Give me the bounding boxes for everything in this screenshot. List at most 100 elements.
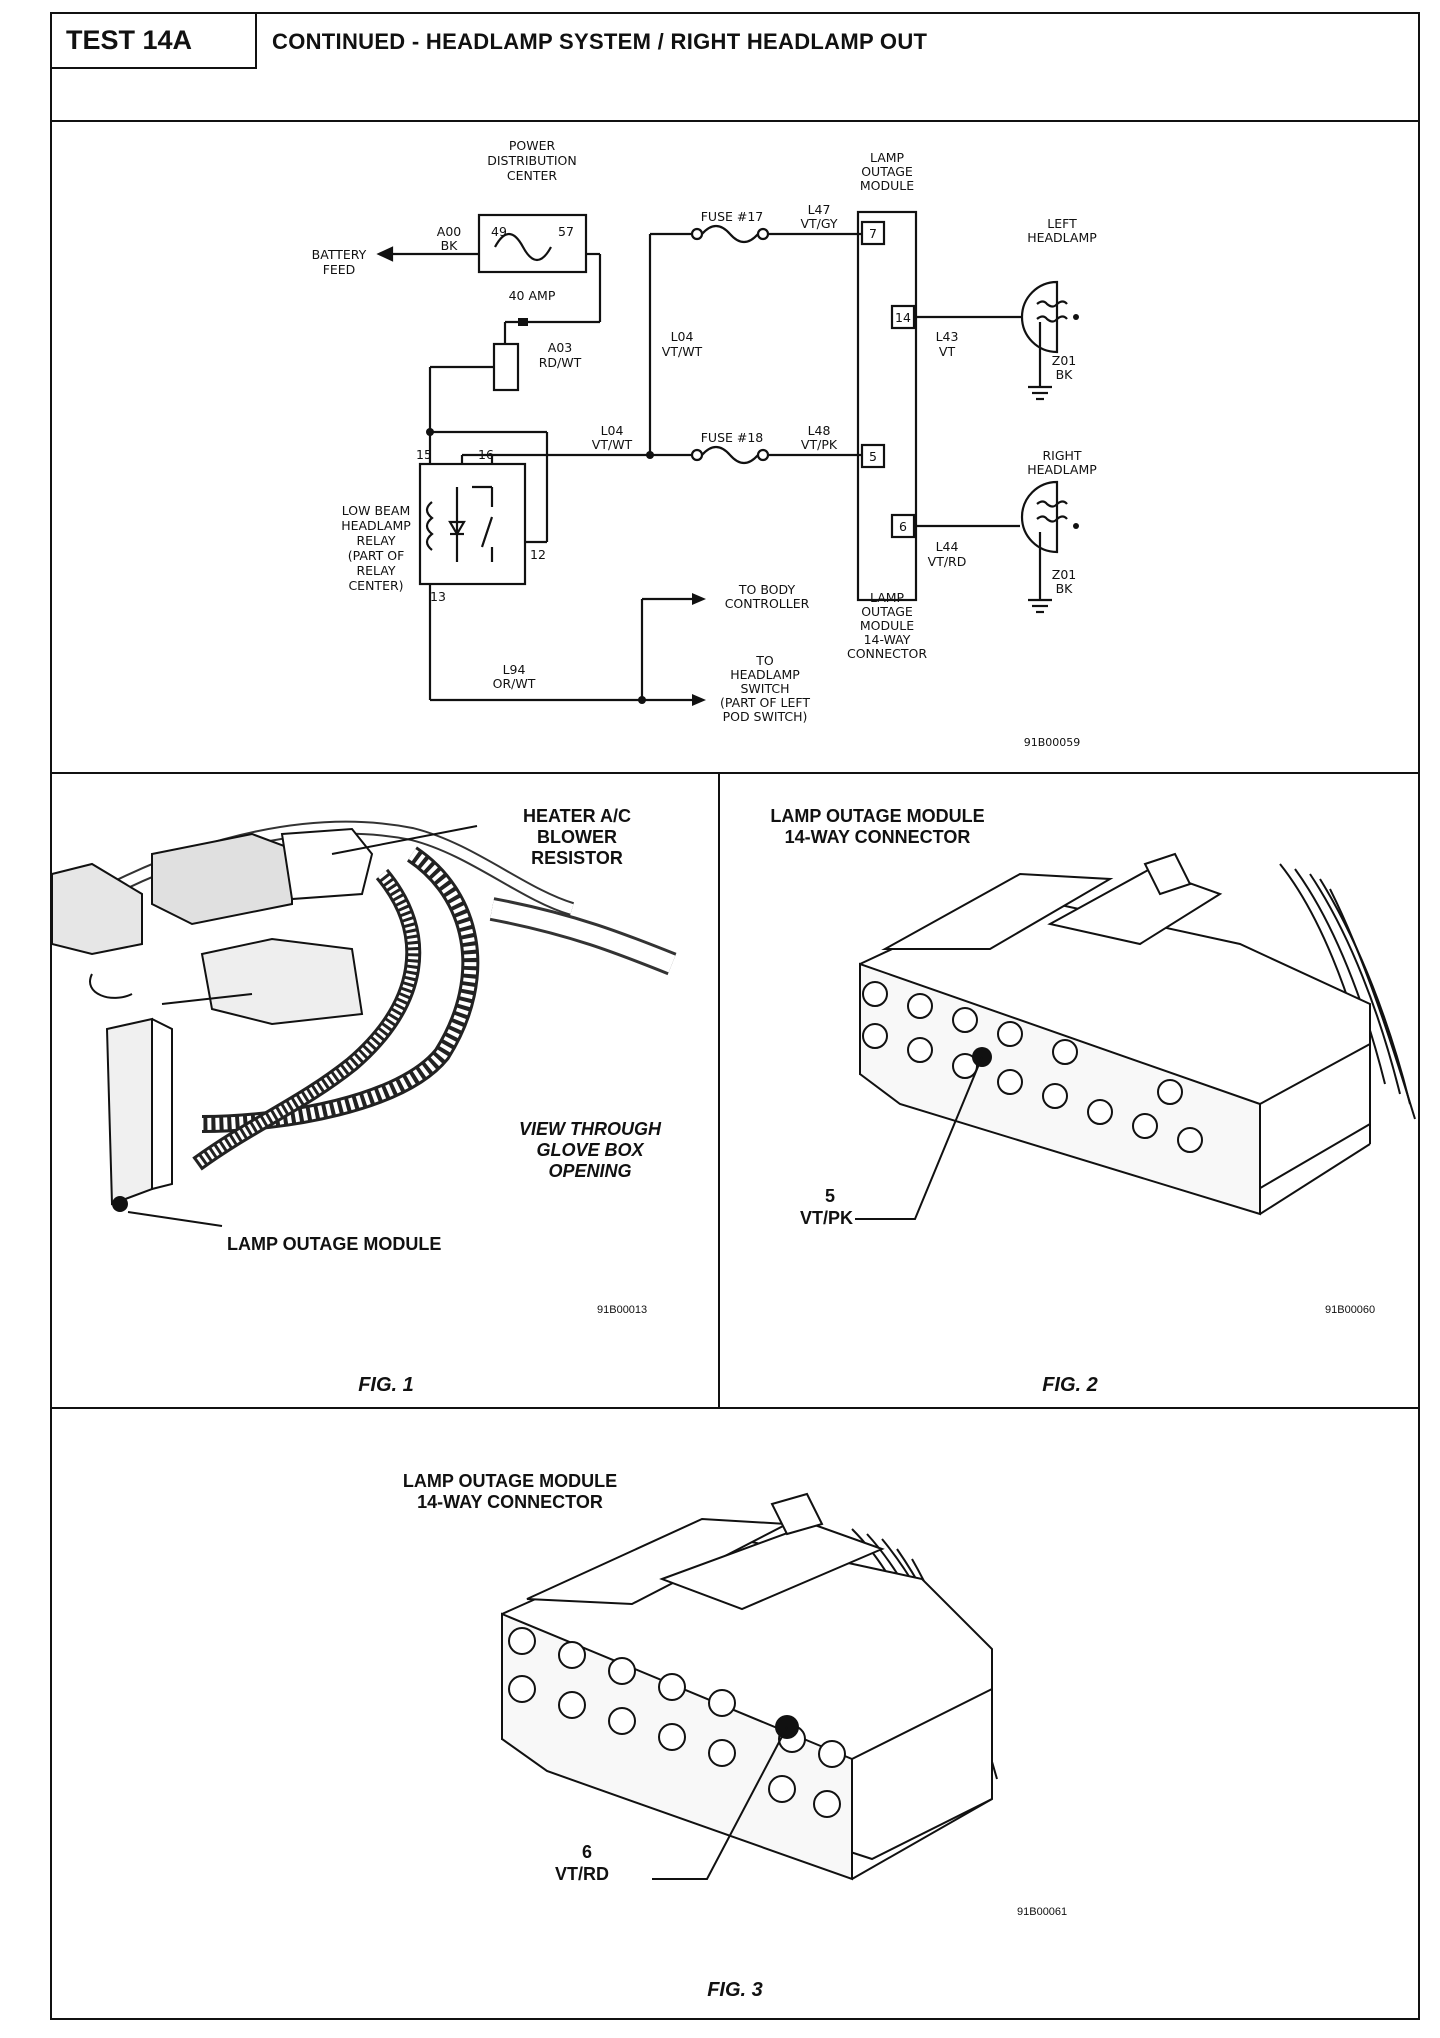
module-location-dot [112, 1196, 128, 1212]
left-headlamp-shape [1020, 280, 1059, 354]
relay-box [418, 462, 527, 586]
fuse-rating: 40 AMP [509, 288, 556, 303]
page-frame: TEST 14A CONTINUED - HEADLAMP SYSTEM / R… [50, 12, 1420, 2020]
lom-bottom-1: LAMP [870, 590, 905, 605]
relay-label-6: CENTER) [348, 578, 403, 593]
fig3-connector [501, 1492, 998, 1881]
lom-top-3: MODULE [860, 178, 914, 193]
l43-color: VT [939, 344, 956, 359]
to-body-2: CONTROLLER [725, 596, 810, 611]
pdc-label-3: CENTER [507, 168, 558, 183]
fig3-caption: FIG. 3 [707, 1979, 763, 2001]
fig3-wire-color: VT/RD [555, 1864, 609, 1884]
fig3-callout-line [652, 1726, 788, 1880]
l04-lower-code: L04 [601, 423, 624, 438]
lom-bottom-2: OUTAGE [861, 604, 913, 619]
relay-label-3: RELAY [356, 533, 395, 548]
fig1-caption: FIG. 1 [358, 1374, 414, 1396]
right-headlamp-2: HEADLAMP [1027, 462, 1097, 477]
l44-color: VT/RD [928, 554, 967, 569]
to-body-1: TO BODY [738, 582, 796, 597]
fuse18-label: FUSE #18 [701, 430, 764, 445]
header: TEST 14A CONTINUED - HEADLAMP SYSTEM / R… [52, 14, 1418, 122]
a00-code: A00 [437, 224, 462, 239]
resistor-callout: HEATER A/C BLOWER RESISTOR [523, 806, 631, 868]
module-callout: LAMP OUTAGE MODULE [227, 1234, 442, 1254]
a00-color: BK [441, 238, 459, 253]
lom-box [856, 210, 918, 602]
pdc-fuse-symbol [494, 232, 552, 262]
fig3-pin-number: 6 [581, 1842, 592, 1862]
to-switch-3: SWITCH [740, 681, 789, 696]
to-switch-2: HEADLAMP [730, 667, 800, 682]
lom-top-2: OUTAGE [861, 164, 913, 179]
page-title: CONTINUED - HEADLAMP SYSTEM / RIGHT HEAD… [272, 29, 928, 54]
relay-label-4: (PART OF [348, 548, 405, 563]
pdc-pin-49: 49 [491, 224, 507, 239]
left-headlamp-1: LEFT [1047, 216, 1077, 231]
fig2-connector [855, 852, 1416, 1220]
l47-color: VT/GY [800, 216, 837, 231]
fig2-title: LAMP OUTAGE MODULE 14-WAY CONNECTOR [770, 806, 985, 847]
relay-pin-15: 15 [416, 447, 432, 462]
schematic-code: 91B00059 [1024, 736, 1081, 749]
l48-color: VT/PK [801, 437, 838, 452]
fig2-wire-color: VT/PK [800, 1208, 854, 1228]
fig2-callout-line [855, 1056, 983, 1220]
l47-code: L47 [808, 202, 831, 217]
relay-label-1: LOW BEAM [342, 503, 411, 518]
left-headlamp-2: HEADLAMP [1027, 230, 1097, 245]
fig2-code: 91B00060 [1325, 1304, 1376, 1316]
fig2-pin-number: 5 [824, 1186, 835, 1206]
relay-pin-13: 13 [430, 589, 446, 604]
relay-label-2: HEADLAMP [341, 518, 411, 533]
l04-lower-color: VT/WT [592, 437, 633, 452]
lom-pin-7: 7 [869, 226, 877, 241]
lom-bottom-5: CONNECTOR [847, 646, 927, 661]
fig3-title: LAMP OUTAGE MODULE 14-WAY CONNECTOR [402, 1471, 618, 1512]
relay-pin-12: 12 [530, 547, 546, 562]
figure-1: HEATER A/C BLOWER RESISTOR VIEW THROUGH … [51, 774, 720, 1409]
lom-pin-5: 5 [869, 449, 877, 464]
wiring-schematic: POWER DISTRIBUTION CENTER 49 57 40 AMP B… [52, 122, 1418, 774]
l04-upper-color: VT/WT [662, 344, 703, 359]
resistor-callout-line [331, 825, 478, 855]
pdc-box [477, 213, 588, 274]
lom-pin-6: 6 [899, 519, 907, 534]
lom-pin-14: 14 [895, 310, 911, 325]
z01b-code: Z01 [1052, 567, 1076, 582]
pdc-label-1: POWER [509, 138, 556, 153]
fig1-code: 91B00013 [597, 1304, 648, 1316]
z01a-color: BK [1056, 367, 1074, 382]
right-headlamp-1: RIGHT [1042, 448, 1081, 463]
fig1-illustration [51, 820, 677, 1227]
fig2-caption: FIG. 2 [1042, 1374, 1098, 1396]
fig2-pin-cavities [862, 981, 1203, 1153]
battery-label-2: FEED [323, 262, 356, 277]
module-callout-line [127, 1211, 223, 1227]
l44-code: L44 [936, 539, 959, 554]
view-note: VIEW THROUGH GLOVE BOX OPENING [519, 1119, 661, 1181]
to-switch-4: (PART OF LEFT [720, 695, 810, 710]
a03-color: RD/WT [539, 355, 582, 370]
z01b-color: BK [1056, 581, 1074, 596]
l43-code: L43 [936, 329, 959, 344]
l94-color: OR/WT [493, 676, 536, 691]
fuse17-label: FUSE #17 [701, 209, 764, 224]
lom-bottom-3: MODULE [860, 618, 914, 633]
test-label: TEST 14A [52, 14, 257, 69]
fig3-pin-cavities [508, 1627, 846, 1818]
z01a-code: Z01 [1052, 353, 1076, 368]
right-headlamp-shape [1020, 480, 1059, 554]
battery-label-1: BATTERY [312, 247, 367, 262]
to-switch-5: POD SWITCH) [723, 709, 808, 724]
l48-code: L48 [808, 423, 831, 438]
to-switch-1: TO [755, 653, 774, 668]
figure-3: LAMP OUTAGE MODULE 14-WAY CONNECTOR [52, 1409, 1418, 2018]
a03-code: A03 [548, 340, 572, 355]
lom-top-1: LAMP [870, 150, 905, 165]
a03-component [492, 342, 520, 392]
l04-upper-code: L04 [671, 329, 694, 344]
figure-2: LAMP OUTAGE MODULE 14-WAY CONNECTOR [720, 774, 1420, 1409]
l94-code: L94 [503, 662, 526, 677]
